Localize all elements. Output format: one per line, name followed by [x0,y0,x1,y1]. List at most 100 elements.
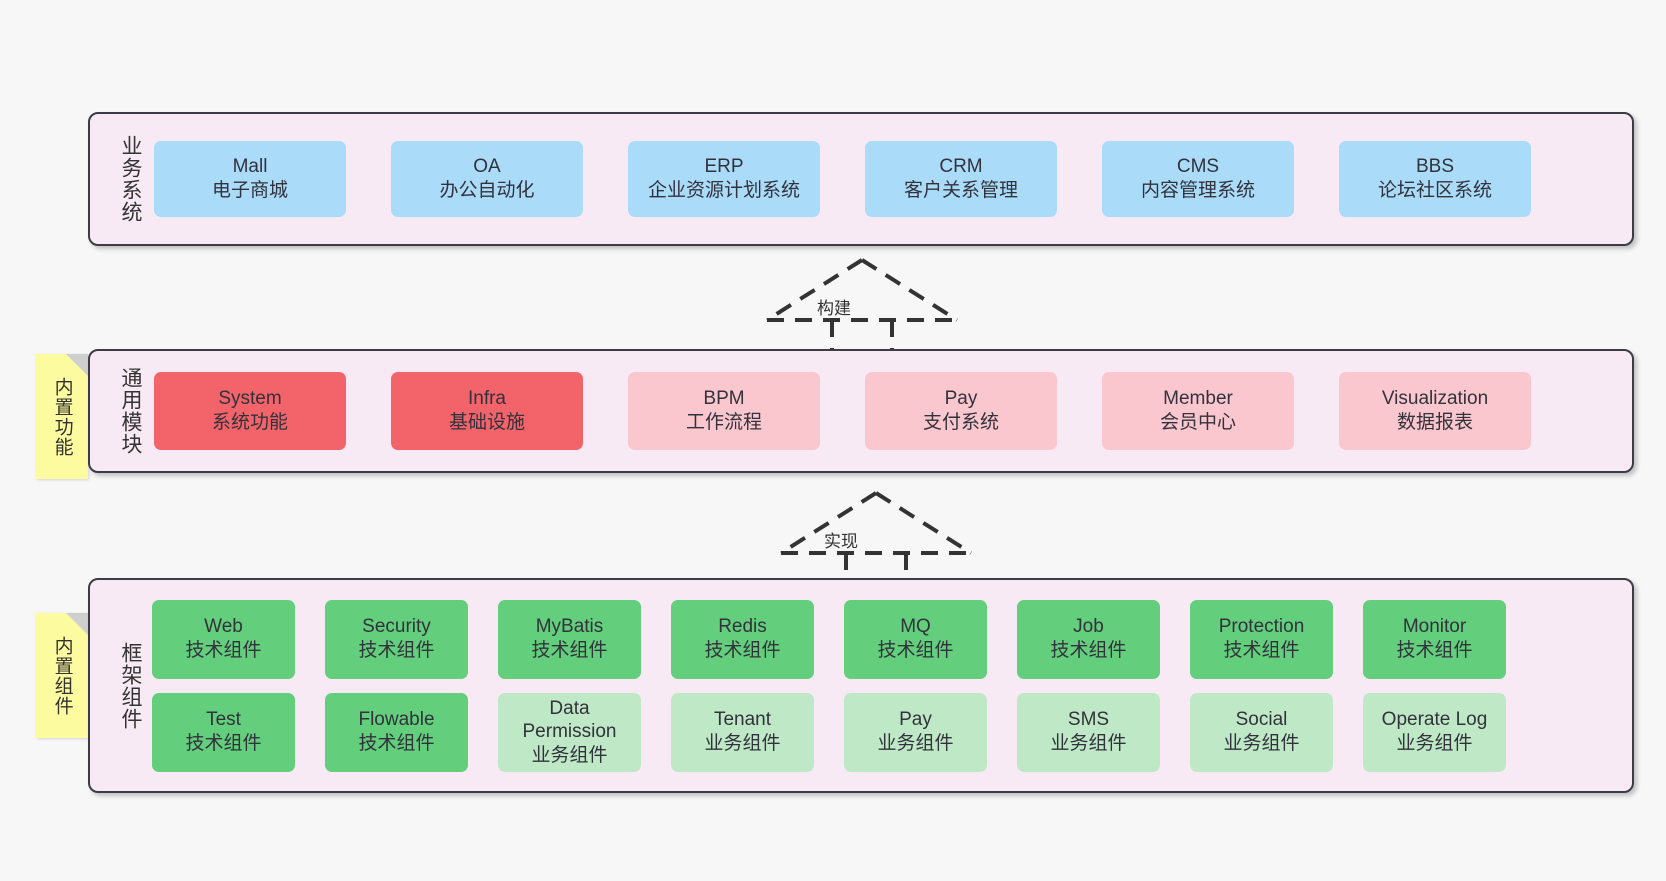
card-subtitle: 支付系统 [922,412,999,433]
card-subtitle: 业务组件 [1396,733,1473,754]
card-subtitle: 技术组件 [358,640,435,661]
card-test[interactable]: Test 技术组件 [152,692,295,772]
card-subtitle: 系统功能 [211,412,288,433]
card-title: Mall [232,156,268,178]
layer-body-framework-components: Web 技术组件 Security 技术组件 MyBatis 技术组件 Redi… [148,580,1632,791]
card-title: ERP [704,156,744,178]
connector-label: 构建 [817,299,851,318]
connector-implement: 实现 [766,485,986,583]
card-row: System 系统功能 Infra 基础设施 BPM 工作流程 Pay 支付系统… [148,372,1624,450]
card-title: Operate Log [1381,709,1488,731]
card-subtitle: 客户关系管理 [903,180,1018,201]
card-title: OA [473,156,501,178]
layer-common-modules: 通用模块 System 系统功能 Infra 基础设施 BPM 工作流程 Pay… [88,349,1634,473]
card-title: CMS [1176,156,1220,178]
card-subtitle: 数据报表 [1396,412,1473,433]
card-operate-log[interactable]: Operate Log 业务组件 [1363,692,1506,772]
card-title: SMS [1067,709,1110,731]
card-flowable[interactable]: Flowable 技术组件 [325,692,468,772]
card-bbs[interactable]: BBS 论坛社区系统 [1339,141,1531,217]
card-visualization[interactable]: Visualization 数据报表 [1339,372,1531,450]
sticky-note-builtin-components: 内置组件 [36,613,88,738]
card-title: Test [206,709,241,731]
connector-build: 构建 [752,252,972,350]
card-oa[interactable]: OA 办公自动化 [391,141,583,217]
card-subtitle: 工作流程 [685,412,762,433]
layer-title-framework-components: 框架组件 [119,641,142,730]
card-subtitle: 技术组件 [1050,640,1127,661]
card-title: Monitor [1402,616,1467,638]
generalization-arrow-icon [765,258,959,350]
card-subtitle: 技术组件 [185,640,262,661]
card-mall[interactable]: Mall 电子商城 [154,141,346,217]
card-title: BPM [703,388,745,410]
card-subtitle: 技术组件 [1396,640,1473,661]
card-title: Web [204,616,243,638]
card-subtitle: 业务组件 [704,733,781,754]
card-pay[interactable]: Pay 支付系统 [865,372,1057,450]
card-title: Pay [899,709,932,731]
card-job[interactable]: Job 技术组件 [1017,599,1160,679]
card-subtitle: 技术组件 [704,640,781,661]
card-member[interactable]: Member 会员中心 [1102,372,1294,450]
card-title: Tenant [713,709,772,731]
card-web[interactable]: Web 技术组件 [152,599,295,679]
card-subtitle: 论坛社区系统 [1377,180,1492,201]
layer-body-business-systems: Mall 电子商城 OA 办公自动化 ERP 企业资源计划系统 CRM 客户关系… [148,114,1632,244]
layer-title-business-systems: 业务系统 [119,135,142,223]
card-security[interactable]: Security 技术组件 [325,599,468,679]
card-mq[interactable]: MQ 技术组件 [844,599,987,679]
card-sms[interactable]: SMS 业务组件 [1017,692,1160,772]
layer-body-common-modules: System 系统功能 Infra 基础设施 BPM 工作流程 Pay 支付系统… [148,351,1632,471]
card-subtitle: 会员中心 [1159,412,1236,433]
card-subtitle: 企业资源计划系统 [647,180,800,201]
card-cms[interactable]: CMS 内容管理系统 [1102,141,1294,217]
card-data-permission[interactable]: Data Permission 业务组件 [498,692,641,772]
card-title: MQ [900,616,931,638]
card-title: MyBatis [535,616,604,638]
card-subtitle: 技术组件 [1223,640,1300,661]
card-row: Test 技术组件 Flowable 技术组件 Data Permission … [148,692,1622,772]
card-pay-business[interactable]: Pay 业务组件 [844,692,987,772]
card-subtitle: 内容管理系统 [1140,180,1255,201]
card-mybatis[interactable]: MyBatis 技术组件 [498,599,641,679]
card-subtitle: 业务组件 [1223,733,1300,754]
card-title: Redis [718,616,767,638]
card-title: Visualization [1381,388,1489,410]
connector-label: 实现 [824,532,858,551]
layer-framework-components: 框架组件 Web 技术组件 Security 技术组件 MyBatis 技术组件… [88,578,1634,793]
card-subtitle: 业务组件 [1050,733,1127,754]
card-title: Social [1235,709,1288,731]
generalization-arrow-icon [779,491,973,583]
card-crm[interactable]: CRM 客户关系管理 [865,141,1057,217]
card-infra[interactable]: Infra 基础设施 [391,372,583,450]
card-subtitle: 技术组件 [185,733,262,754]
card-bpm[interactable]: BPM 工作流程 [628,372,820,450]
card-system[interactable]: System 系统功能 [154,372,346,450]
card-protection[interactable]: Protection 技术组件 [1190,599,1333,679]
card-erp[interactable]: ERP 企业资源计划系统 [628,141,820,217]
card-title: Flowable [358,709,435,731]
sticky-note-label: 内置功能 [51,376,73,457]
card-subtitle: 业务组件 [531,744,608,766]
card-title: Member [1163,388,1233,410]
layer-title-common-modules: 通用模块 [119,367,142,455]
card-subtitle: 技术组件 [358,733,435,754]
card-subtitle: 技术组件 [531,640,608,661]
layer-business-systems: 业务系统 Mall 电子商城 OA 办公自动化 ERP 企业资源计划系统 CRM… [88,112,1634,246]
card-title: Data Permission [522,697,617,743]
sticky-note-label: 内置组件 [51,635,73,716]
card-tenant[interactable]: Tenant 业务组件 [671,692,814,772]
card-subtitle: 电子商城 [211,180,288,201]
sticky-note-builtin-features: 内置功能 [36,354,88,479]
card-social[interactable]: Social 业务组件 [1190,692,1333,772]
card-title: System [218,388,282,410]
card-title: Infra [467,388,507,410]
card-title: Security [362,616,431,638]
card-monitor[interactable]: Monitor 技术组件 [1363,599,1506,679]
card-subtitle: 基础设施 [448,412,525,433]
card-redis[interactable]: Redis 技术组件 [671,599,814,679]
card-row: Mall 电子商城 OA 办公自动化 ERP 企业资源计划系统 CRM 客户关系… [148,141,1624,217]
card-title: BBS [1415,156,1455,178]
